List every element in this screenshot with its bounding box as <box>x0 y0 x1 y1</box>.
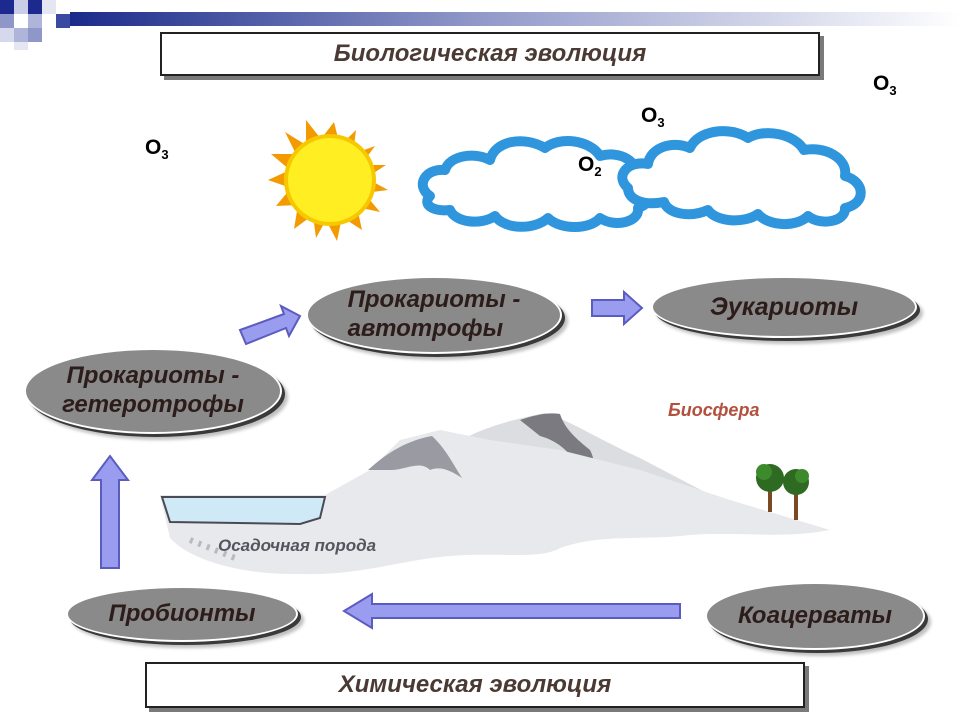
ozone-label-middle: O3 <box>641 104 665 130</box>
cloud-icon <box>417 126 866 232</box>
oxygen-label: O2 <box>578 153 602 179</box>
sun-icon <box>268 120 388 241</box>
arrow-up-icon <box>90 454 130 569</box>
ozone-label-left: O3 <box>145 136 169 162</box>
stage-prokaryotes-heterotrophs: Прокариоты - гетеротрофы <box>24 348 282 434</box>
stage-line-2: гетеротрофы <box>62 391 244 418</box>
corner-decoration <box>0 0 960 50</box>
tree-icon <box>756 464 809 520</box>
arrow-right-icon <box>591 289 644 327</box>
arrow-left-icon <box>342 592 681 630</box>
arrow-diagonal-icon <box>238 303 302 346</box>
stage-probionts: Пробионты <box>66 586 298 642</box>
biological-evolution-title: Биологическая эволюция <box>160 32 820 76</box>
stage-line-1: Прокариоты - <box>66 362 240 390</box>
stage-eukaryotes: Эукариоты <box>651 276 917 338</box>
ozone-label-right: O3 <box>873 72 897 98</box>
chemical-evolution-title: Химическая эволюция <box>145 662 805 708</box>
biosphere-label: Биосфера <box>668 400 760 420</box>
landscape-illustration <box>160 413 830 575</box>
stage-prokaryotes-autotrophs: Прокариоты - автотрофы <box>306 276 562 354</box>
stage-coacervates: Коацерваты <box>705 582 925 650</box>
stage-line-1: Прокариоты - <box>347 286 521 314</box>
stage-line-2: автотрофы <box>347 315 504 342</box>
sedimentary-rock-label: Осадочная порода <box>218 536 377 555</box>
